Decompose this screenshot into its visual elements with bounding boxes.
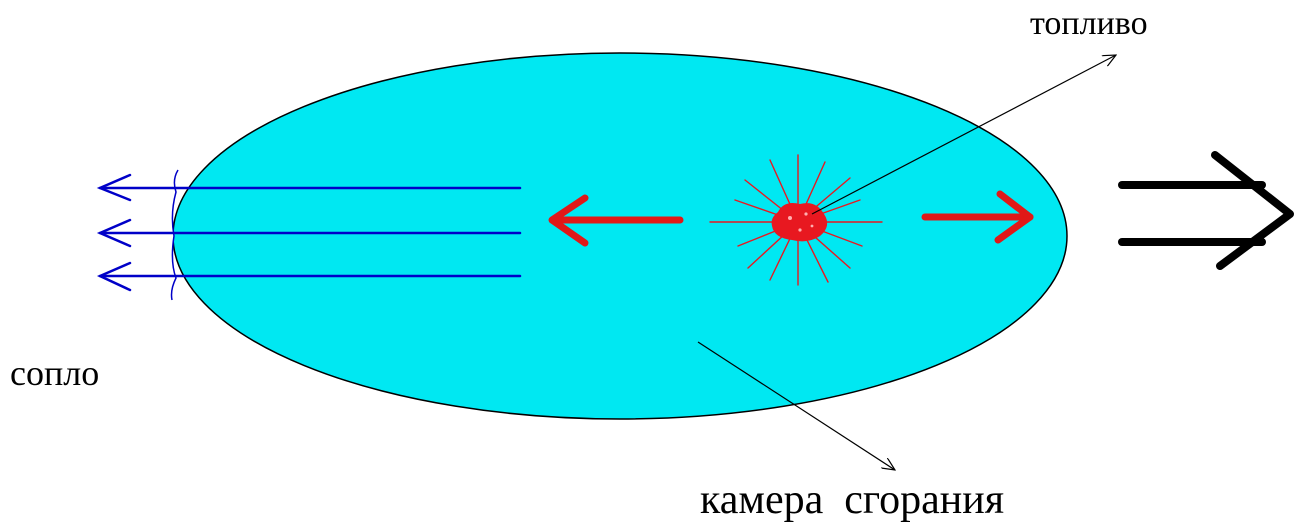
pressure-arrow-left	[548, 194, 684, 247]
exhaust-arrow-3	[96, 261, 522, 292]
double-arrow-right-icon	[1118, 151, 1294, 270]
pressure-arrows	[548, 190, 1034, 247]
chamber-pointer-line	[697, 341, 895, 470]
nozzle-edge	[170, 169, 179, 301]
exhaust-arrow-2	[96, 218, 522, 248]
fuel-pointer-line	[811, 55, 1116, 215]
pressure-arrow-right	[921, 190, 1034, 244]
exhaust-arrows	[96, 173, 522, 292]
chamber-label: камера сгорания	[700, 477, 1004, 523]
nozzle-label: сопло	[10, 353, 99, 393]
starburst-icon	[709, 154, 883, 286]
exhaust-arrow-1	[96, 173, 522, 202]
combustion-chamber	[172, 52, 1068, 420]
fuel-label: топливо	[1030, 5, 1148, 42]
